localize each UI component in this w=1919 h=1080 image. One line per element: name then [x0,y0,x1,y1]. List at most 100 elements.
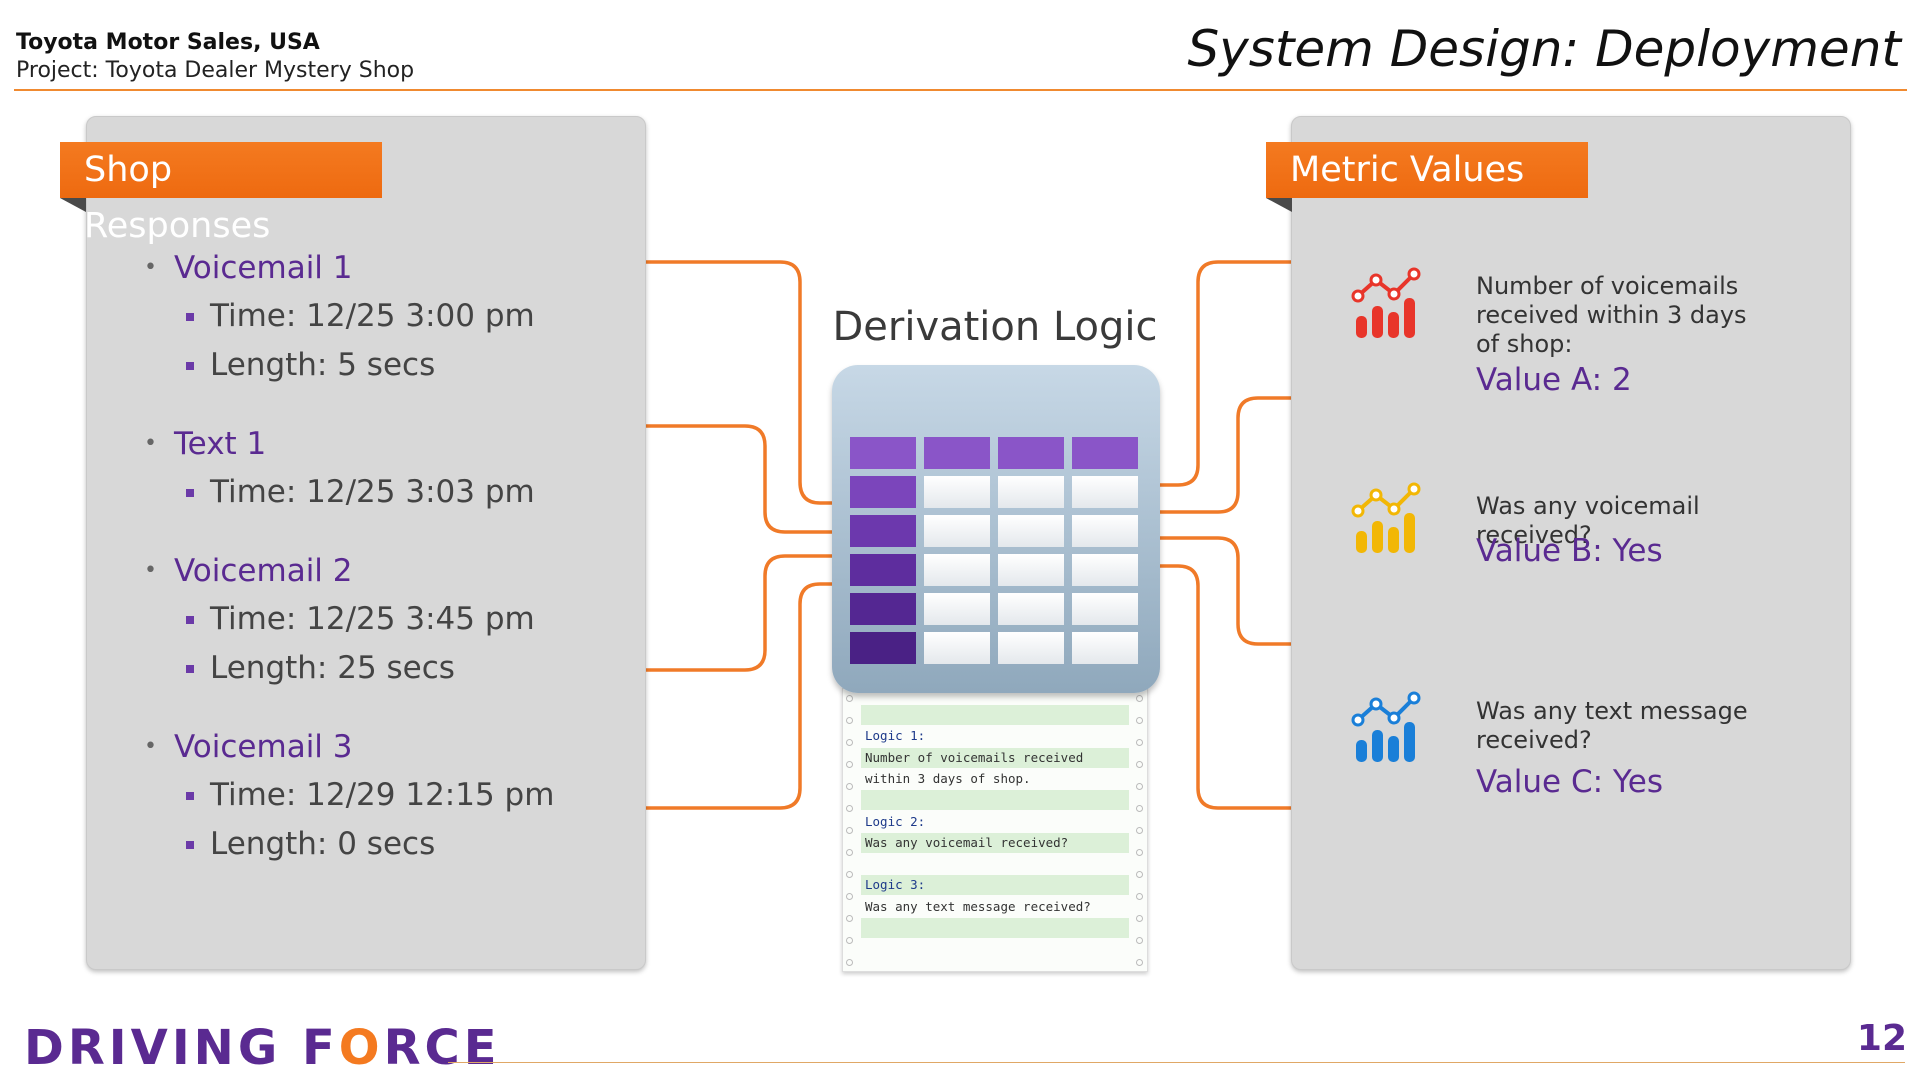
paper-hole [846,783,853,790]
response-detail-text: Time: 12/25 3:03 pm [210,474,535,510]
response-detail: Time: 12/25 3:00 pm [140,292,620,341]
connector-metric-4 [1160,564,1291,810]
derivation-paper: Logic 1: Number of voicemails received wit… [842,688,1148,972]
response-detail: Length: 25 secs [140,644,620,693]
paper-holes-left [846,695,854,981]
paper-hole [846,849,853,856]
logic-label: Logic 2: [865,813,926,829]
paper-hole [846,717,853,724]
table-cell [998,515,1064,547]
bullet-icon: • [144,431,157,456]
paper-hole [1136,695,1143,702]
square-bullet-icon [186,792,194,800]
paper-hole [846,827,853,834]
response-name: •Voicemail 1 [140,244,620,292]
logic-line: within 3 days of shop. [865,770,1031,786]
paper-hole [1136,871,1143,878]
tab-fold-left [60,198,86,212]
table-cell [998,593,1064,625]
tab-fold-right [1266,198,1292,212]
logic-label: Logic 3: [861,875,1129,896]
response-detail-text: Length: 5 secs [210,347,436,383]
shop-responses-panel [86,116,646,970]
paper-holes-right [1136,695,1144,981]
logic-line: Number of voicemails received [861,747,1129,768]
response-name-text: Text 1 [174,426,267,462]
logic-line [861,790,1129,811]
table-header-cell [850,437,916,469]
table-cell [924,476,990,508]
logic-line [861,705,1129,725]
table-header-cell [1072,437,1138,469]
connector-voicemail-3 [644,582,834,810]
bottom-divider [448,1062,1905,1063]
response-group: •Voicemail 1 Time: 12/25 3:00 pm Length: 5… [140,244,620,390]
table-row-header-cell [850,593,916,625]
response-detail: Length: 5 secs [140,341,620,390]
connector-metric-1 [1160,260,1291,487]
response-name: • Voicemail 3 [140,723,620,771]
response-detail-text: Time: 12/25 3:00 pm [210,298,535,334]
square-bullet-icon [186,841,194,849]
connector-metric-3 [1160,536,1291,646]
table-cell [924,632,990,664]
paper-hole [846,959,853,966]
connector-text-1 [644,424,834,534]
paper-hole [1136,937,1143,944]
response-name: •Voicemail 2 [140,547,620,595]
table-cell [998,632,1064,664]
table-cell [1072,515,1138,547]
response-name-text: Voicemail 3 [174,729,353,765]
logic-line [861,918,1129,938]
table-icon [832,365,1160,693]
paper-hole [1136,959,1143,966]
paper-hole [846,805,853,812]
logic-line: Was any voicemail received? [861,832,1129,853]
project-name: Project: Toyota Dealer Mystery Shop [16,58,415,83]
table-header-cell [998,437,1064,469]
connector-voicemail-1 [644,260,834,505]
table-row-header-cell [850,554,916,586]
paper-hole [1136,893,1143,900]
paper-hole [1136,827,1143,834]
paper-hole [846,915,853,922]
paper-hole [1136,739,1143,746]
table-cell [1072,476,1138,508]
paper-hole [1136,849,1143,856]
logic-line [861,854,1129,874]
square-bullet-icon [186,489,194,497]
response-detail: Length: 0 secs [140,820,620,869]
bullet-icon: • [144,734,157,759]
logic-line: Was any text message received? [865,898,1091,914]
metric-value: Value A: 2 [1476,362,1632,398]
paper-hole [1136,915,1143,922]
response-name-text: Voicemail 2 [174,553,353,589]
slide-title: System Design: Deployment [1187,20,1901,78]
logic-label: Logic 1: [865,728,926,744]
paper-hole [846,695,853,702]
paper-hole [1136,761,1143,768]
paper-hole [1136,783,1143,790]
table-cell [1072,593,1138,625]
response-detail-text: Length: 0 secs [210,826,436,862]
square-bullet-icon [186,313,194,321]
response-detail: Time: 12/25 3:03 pm [140,468,620,517]
response-name-text: Voicemail 1 [174,250,353,286]
company-name: Toyota Motor Sales, USA [16,30,320,55]
paper-hole [846,761,853,768]
response-detail-text: Length: 25 secs [210,650,455,686]
table-cell [998,476,1064,508]
paper-hole [1136,805,1143,812]
table-cell [1072,632,1138,664]
connector-metric-2 [1160,396,1291,514]
table-row-header-cell [850,515,916,547]
table-cell [1072,554,1138,586]
table-cell [924,593,990,625]
top-divider [14,89,1907,91]
paper-hole [846,871,853,878]
chart-icon-red [1351,267,1421,338]
